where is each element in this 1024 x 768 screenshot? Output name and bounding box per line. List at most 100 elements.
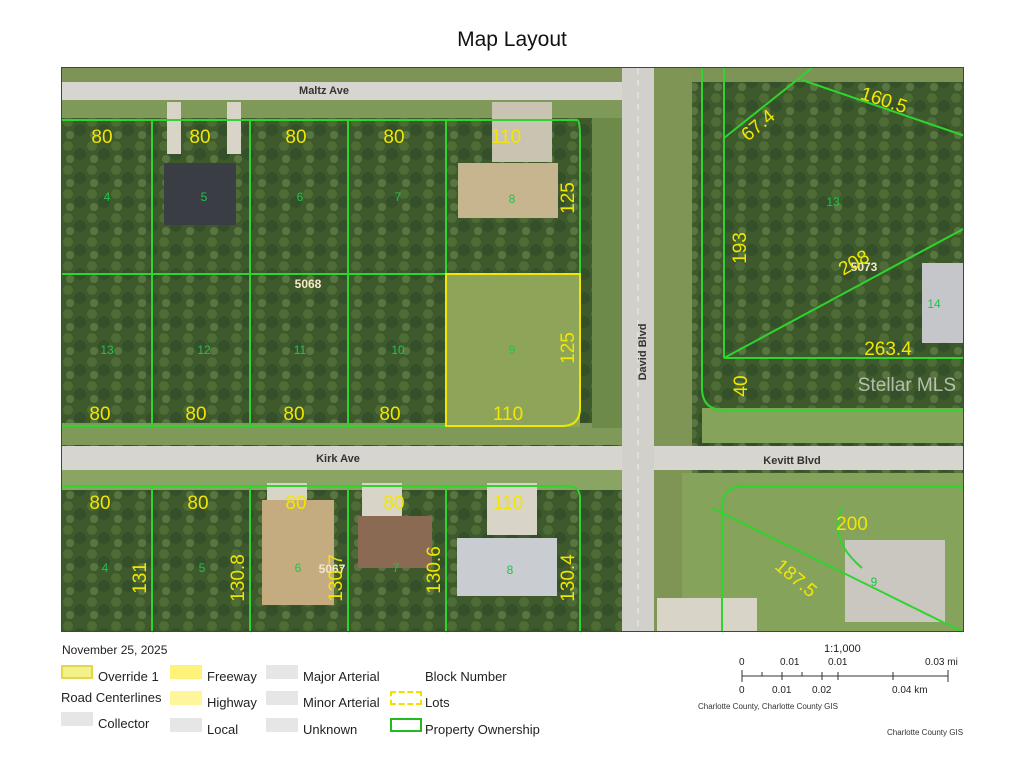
- legend-block-number: Block Number: [425, 669, 507, 684]
- dimension-label: 130.6: [424, 546, 445, 594]
- dimension-label: 80: [89, 404, 110, 425]
- scale-km-tick: 0.04 km: [892, 685, 928, 696]
- lot-number: 8: [507, 563, 514, 577]
- map-date: November 25, 2025: [62, 643, 168, 657]
- dimension-label: 80: [285, 493, 306, 514]
- dimension-label: 263.4: [864, 339, 912, 360]
- scale-km-tick: 0.02: [812, 685, 832, 696]
- lot-number: 11: [294, 343, 307, 357]
- dimension-label: 193: [730, 232, 751, 264]
- house: [458, 163, 558, 218]
- dimension-label: 130.8: [228, 554, 249, 602]
- dimension-label: 130.4: [558, 554, 579, 602]
- lot-number: 7: [393, 561, 400, 575]
- map-svg: Maltz Ave Kirk Ave Kevitt Blvd David Blv…: [62, 68, 963, 631]
- house: [457, 538, 557, 596]
- legend-local: Local: [207, 722, 239, 737]
- house: [358, 516, 432, 568]
- legend-swatch-minor-arterial: [266, 691, 298, 705]
- legend-unknown: Unknown: [303, 722, 358, 737]
- legend-swatch-collector: [61, 712, 93, 726]
- subject-lot-number: 9: [509, 343, 516, 357]
- road-label-david: David Blvd: [637, 324, 649, 381]
- road-label-kirk: Kirk Ave: [316, 453, 360, 465]
- dimension-label: 125: [558, 332, 579, 364]
- lot-number: 4: [104, 190, 111, 204]
- legend-lots: Lots: [425, 695, 450, 710]
- legend-highway: Highway: [207, 695, 257, 710]
- dimension-label: 80: [187, 493, 208, 514]
- legend-swatch-major-arterial: [266, 665, 298, 679]
- road-label-maltz: Maltz Ave: [299, 85, 349, 97]
- dimension-label: 80: [283, 404, 304, 425]
- lot-number: 13: [826, 195, 840, 209]
- block-number: 5067: [319, 562, 346, 576]
- lot-number: 9: [871, 575, 878, 589]
- dimension-label: 110: [493, 493, 523, 514]
- legend-swatch-freeway: [170, 665, 202, 679]
- scale-mi-tick: 0.01: [828, 657, 848, 668]
- dimension-label: 80: [285, 127, 306, 148]
- legend-collector: Collector: [98, 716, 150, 731]
- house: [262, 500, 334, 605]
- legend-freeway: Freeway: [207, 669, 257, 684]
- lot-number: 6: [295, 561, 302, 575]
- legend-swatch-highway: [170, 691, 202, 705]
- house: [164, 163, 236, 225]
- lot-number: 6: [297, 190, 304, 204]
- house: [922, 263, 963, 343]
- credit-right: Charlotte County GIS: [887, 728, 964, 737]
- legend-major-arterial: Major Arterial: [303, 669, 380, 684]
- legend-override: Override 1: [98, 669, 159, 684]
- legend-swatch-lots: [390, 691, 422, 705]
- dimension-label: 80: [89, 493, 110, 514]
- dimension-label: 80: [185, 404, 206, 425]
- lot-number: 13: [100, 343, 114, 357]
- dimension-label: 125: [558, 182, 579, 214]
- lot-number: 10: [391, 343, 405, 357]
- lot-number: 14: [927, 297, 941, 311]
- scale-mi-tick: 0.01: [780, 657, 800, 668]
- road-kirk-kevitt: [62, 446, 963, 470]
- dimension-label: 80: [91, 127, 112, 148]
- legend-swatch-unknown: [266, 718, 298, 732]
- dimension-label: 110: [491, 127, 521, 148]
- legend-minor-arterial: Minor Arterial: [303, 695, 380, 710]
- dimension-label: 40: [731, 375, 752, 396]
- scale-bar: [741, 670, 949, 682]
- road-maltz: [62, 82, 622, 100]
- scale-km-tick: 0: [739, 685, 745, 696]
- legend-swatch-local: [170, 718, 202, 732]
- dimension-label: 80: [383, 493, 404, 514]
- dimension-label: 80: [189, 127, 210, 148]
- scale-km-tick: 0.01: [772, 685, 792, 696]
- credit-left: Charlotte County, Charlotte County GIS: [698, 702, 838, 711]
- lot-number: 8: [509, 192, 516, 206]
- subject-lot-outline: [445, 273, 581, 427]
- dimension-label: 80: [383, 127, 404, 148]
- subject-lot-fill: [446, 274, 580, 427]
- lot-number: 5: [199, 561, 206, 575]
- block-number: 5068: [295, 277, 322, 291]
- road-label-kevitt: Kevitt Blvd: [763, 455, 820, 467]
- dimension-label: 110: [493, 404, 523, 425]
- legend-property-ownership: Property Ownership: [425, 722, 540, 737]
- dimension-label: 131: [130, 562, 151, 594]
- dimension-label: 80: [379, 404, 400, 425]
- block-number: 5073: [851, 260, 878, 274]
- legend-road-centerlines: Road Centerlines: [61, 690, 162, 705]
- scale-mi-tick: 0.03 mi: [925, 657, 958, 668]
- dimension-label: 130.7: [326, 554, 347, 602]
- lot-number: 4: [102, 561, 109, 575]
- scale-mi-tick: 0: [739, 657, 745, 668]
- legend-swatch-property-ownership: [390, 718, 422, 732]
- watermark: Stellar MLS: [858, 375, 956, 396]
- lot-number: 12: [197, 343, 211, 357]
- map-canvas[interactable]: Maltz Ave Kirk Ave Kevitt Blvd David Blv…: [61, 67, 964, 632]
- scale-ratio: 1:1,000: [824, 643, 861, 655]
- dimension-label: 200: [836, 514, 868, 535]
- lot-number: 5: [201, 190, 208, 204]
- page-title: Map Layout: [457, 28, 567, 51]
- lot-number: 7: [395, 190, 402, 204]
- legend-swatch-override: [61, 665, 93, 679]
